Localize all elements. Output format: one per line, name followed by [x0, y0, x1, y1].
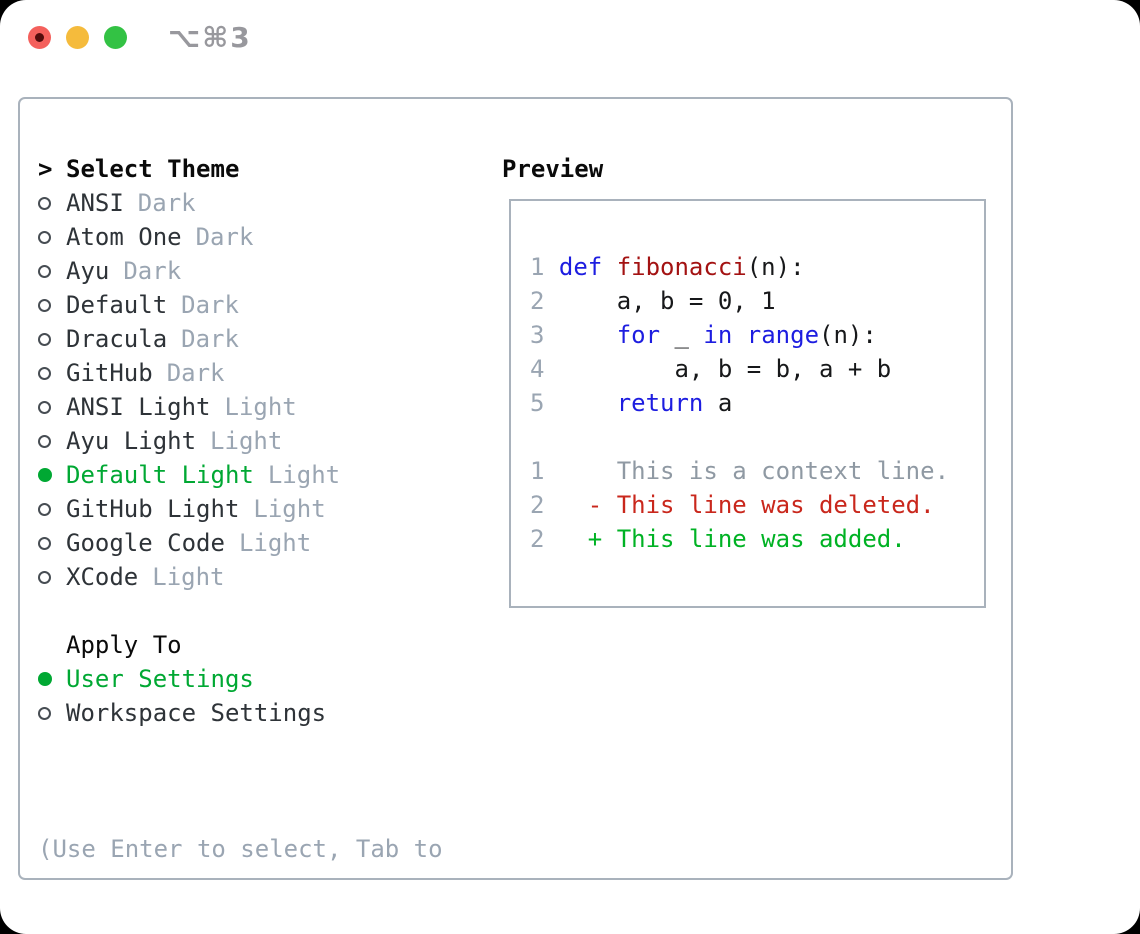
select-theme-title: Select Theme — [66, 155, 240, 183]
radio-icon — [38, 570, 51, 584]
line-number: 2 — [530, 525, 545, 553]
radio-icon — [38, 400, 51, 414]
theme-picker-panel: > Select Theme ANSI Dark Atom One Dark A… — [18, 97, 1013, 880]
focus-caret-icon: > — [38, 155, 53, 183]
help-text-line1: (Use Enter to select, Tab to — [38, 835, 443, 863]
radio-icon — [38, 468, 52, 482]
theme-option-github[interactable]: GitHub Dark — [38, 356, 482, 390]
radio-icon — [38, 502, 51, 516]
radio-icon — [38, 434, 51, 448]
apply-to-title: Apply To — [66, 631, 182, 659]
theme-option-ansi[interactable]: ANSI Dark — [38, 186, 482, 220]
theme-option-default-light[interactable]: Default Light Light — [38, 458, 482, 492]
preview-box: 1 def fibonacci(n): 2 a, b = 0, 1 3 for … — [509, 199, 986, 608]
code-line: 2 - This line was deleted. — [530, 491, 984, 525]
radio-icon — [38, 264, 51, 278]
line-number: 3 — [530, 321, 545, 349]
theme-option-github-light[interactable]: GitHub Light Light — [38, 492, 482, 526]
theme-list: ANSI Dark Atom One Dark Ayu Dark Default… — [38, 186, 482, 594]
theme-option-default[interactable]: Default Dark — [38, 288, 482, 322]
window-shortcut-label: ⌥⌘3 — [168, 21, 252, 54]
code-line: 1 def fibonacci(n): — [530, 253, 984, 287]
theme-option-ayu[interactable]: Ayu Dark — [38, 254, 482, 288]
theme-option-ansi-light[interactable]: ANSI Light Light — [38, 390, 482, 424]
code-sample: 1 def fibonacci(n): 2 a, b = 0, 1 3 for … — [530, 253, 984, 559]
traffic-light-close[interactable] — [28, 26, 51, 49]
code-line: 1 This is a context line. — [530, 457, 984, 491]
code-line: 2 + This line was added. — [530, 525, 984, 559]
radio-icon — [38, 298, 51, 312]
radio-icon — [38, 196, 51, 210]
apply-option-workspace-settings[interactable]: Workspace Settings — [38, 696, 482, 730]
line-number: 2 — [530, 491, 545, 519]
radio-icon — [38, 536, 51, 550]
help-text: (Use Enter to select, Tab to change focu… — [38, 764, 482, 934]
radio-icon — [38, 706, 51, 720]
spacer — [38, 594, 482, 628]
radio-icon — [38, 366, 51, 380]
code-line: 3 for _ in range(n): — [530, 321, 984, 355]
radio-icon — [38, 672, 52, 686]
apply-to-header: Apply To — [38, 628, 482, 662]
line-number: 5 — [530, 389, 545, 417]
theme-option-atom-one[interactable]: Atom One Dark — [38, 220, 482, 254]
code-line: 4 a, b = b, a + b — [530, 355, 984, 389]
traffic-light-zoom[interactable] — [104, 26, 127, 49]
code-line — [530, 423, 984, 457]
line-number: 2 — [530, 287, 545, 315]
line-number: 1 — [530, 253, 545, 281]
theme-option-google-code[interactable]: Google Code Light — [38, 526, 482, 560]
preview-title: Preview — [502, 155, 604, 183]
line-number: 4 — [530, 355, 545, 383]
apply-to-list: User Settings Workspace Settings — [38, 662, 482, 730]
theme-option-dracula[interactable]: Dracula Dark — [38, 322, 482, 356]
selector-column: > Select Theme ANSI Dark Atom One Dark A… — [20, 99, 482, 878]
theme-option-xcode[interactable]: XCode Light — [38, 560, 482, 594]
select-theme-header: > Select Theme — [38, 152, 482, 186]
theme-option-ayu-light[interactable]: Ayu Light Light — [38, 424, 482, 458]
line-number: 1 — [530, 457, 545, 485]
traffic-light-minimize[interactable] — [66, 26, 89, 49]
preview-column: Preview 1 def fibonacci(n): 2 a, b = 0, … — [482, 99, 1011, 878]
code-line: 2 a, b = 0, 1 — [530, 287, 984, 321]
line-number — [530, 423, 559, 457]
close-record-dot-icon — [35, 33, 44, 42]
radio-icon — [38, 230, 51, 244]
code-line: 5 return a — [530, 389, 984, 423]
apply-option-user-settings[interactable]: User Settings — [38, 662, 482, 696]
radio-icon — [38, 332, 51, 346]
